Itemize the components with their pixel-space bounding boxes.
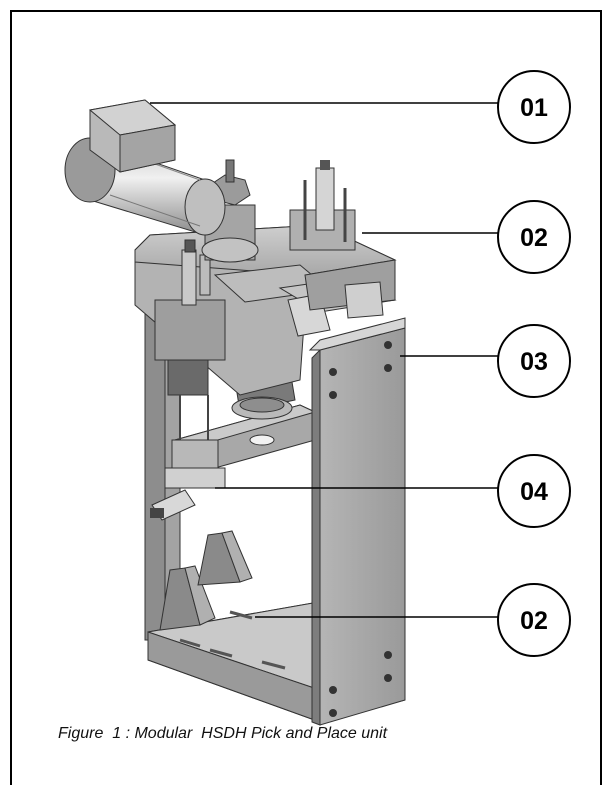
base-gussets xyxy=(159,530,253,631)
callout-04: 04 xyxy=(497,454,571,528)
callout-label: 02 xyxy=(520,224,548,252)
callout-label: 02 xyxy=(520,607,548,635)
callout-label: 01 xyxy=(520,94,548,122)
figure-frame xyxy=(10,10,602,785)
upper-cylinder xyxy=(289,160,356,251)
motor xyxy=(64,99,226,236)
callout-02-upper: 02 xyxy=(497,200,571,274)
callout-label: 03 xyxy=(520,348,548,376)
right-pillar xyxy=(308,317,406,726)
callout-02-lower: 02 xyxy=(497,583,571,657)
callout-label: 04 xyxy=(520,478,548,506)
figure-caption: Figure 1 : Modular HSDH Pick and Place u… xyxy=(58,725,388,742)
leader-lines xyxy=(150,102,498,618)
callout-01: 01 xyxy=(497,70,571,144)
callout-03: 03 xyxy=(497,324,571,398)
